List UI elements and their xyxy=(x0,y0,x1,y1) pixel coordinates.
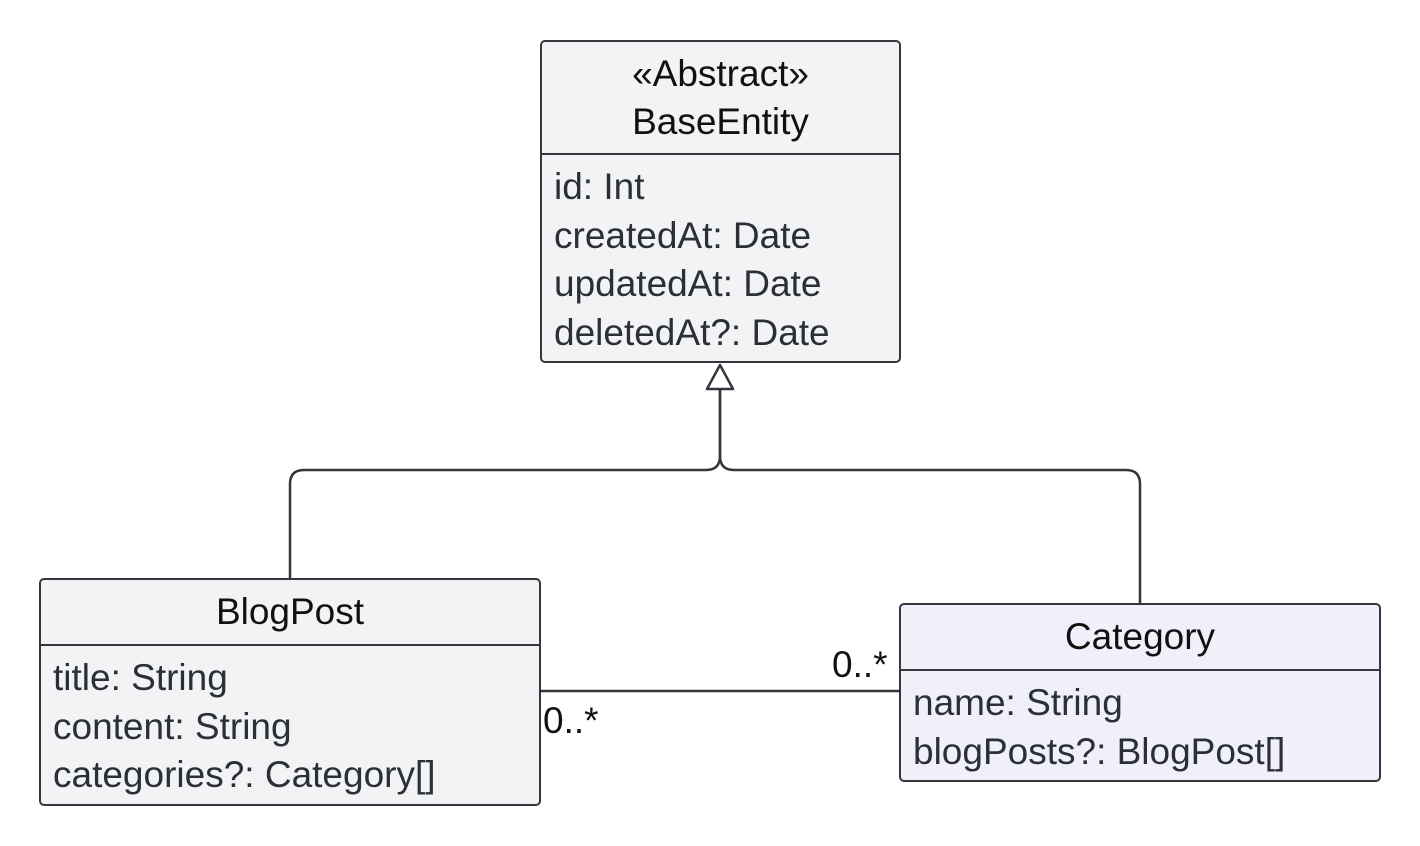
class-name: BaseEntity xyxy=(632,100,809,142)
class-header: Category xyxy=(901,605,1379,671)
attribute-item: categories?: Category[] xyxy=(53,754,436,795)
class-name: Category xyxy=(1064,616,1216,657)
class-base-entity[interactable]: «Abstract» BaseEntity id: Int createdAt:… xyxy=(540,40,901,363)
multiplicity-label-blogpost: 0..* xyxy=(543,700,599,741)
attribute-item: content: String xyxy=(53,705,292,747)
multiplicity-label-category: 0..* xyxy=(832,644,888,685)
class-header: BlogPost xyxy=(41,580,539,646)
attribute-item: id: Int xyxy=(554,166,645,207)
attribute-item: title: String xyxy=(53,657,228,698)
inheritance-line-blogpost xyxy=(288,389,722,578)
inheritance-arrow-icon xyxy=(705,363,735,391)
attribute-item: blogPosts?: BlogPost[] xyxy=(913,730,1286,772)
attribute-item: updatedAt: Date xyxy=(554,263,822,304)
class-attributes: name: String blogPosts?: BlogPost[] xyxy=(901,671,1379,776)
inheritance-line-category xyxy=(718,389,1142,603)
class-stereotype: «Abstract» xyxy=(632,52,809,94)
attribute-item: createdAt: Date xyxy=(554,214,812,256)
attribute-item: deletedAt?: Date xyxy=(554,311,830,353)
class-header: «Abstract» BaseEntity xyxy=(542,42,899,155)
class-name: BlogPost xyxy=(215,591,365,632)
class-attributes: title: String content: String categories… xyxy=(41,646,539,800)
class-attributes: id: Int createdAt: Date updatedAt: Date … xyxy=(542,155,899,357)
class-blog-post[interactable]: BlogPost title: String content: String c… xyxy=(39,578,541,806)
class-category[interactable]: Category name: String blogPosts?: BlogPo… xyxy=(899,603,1381,782)
attribute-item: name: String xyxy=(913,682,1123,723)
